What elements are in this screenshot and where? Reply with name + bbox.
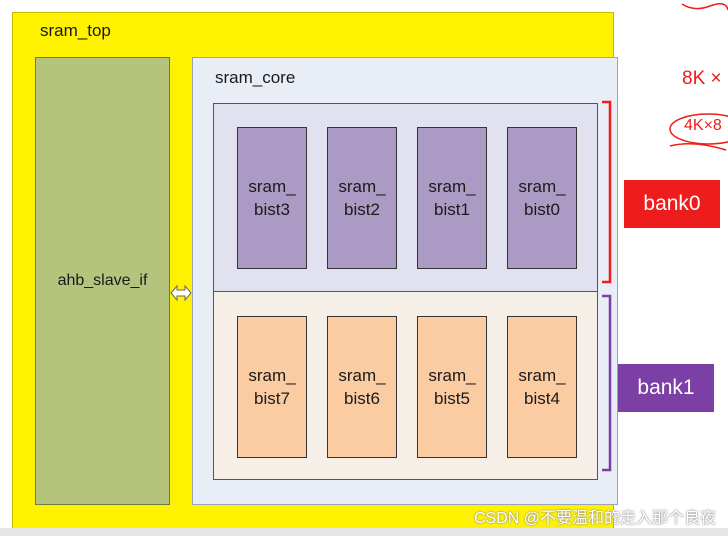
bist-block: sram_ bist6 — [327, 316, 397, 458]
bist-block: sram_ bist4 — [507, 316, 577, 458]
bist-label-line2: bist3 — [254, 200, 290, 219]
ahb-slave-if-block: ahb_slave_if — [35, 57, 170, 505]
handwritten-circle — [669, 113, 728, 151]
bist-block: sram_ bist2 — [327, 127, 397, 269]
bist-label-line2: bist7 — [254, 389, 290, 408]
bist-label-line1: sram_ — [248, 366, 296, 385]
bist-block: sram_ bist3 — [237, 127, 307, 269]
bist-block: sram_ bist1 — [417, 127, 487, 269]
bist-block: sram_ bist5 — [417, 316, 487, 458]
ahb-slave-if-label: ahb_slave_if — [57, 272, 148, 289]
bist-label-line2: bist2 — [344, 200, 380, 219]
bist-label-line2: bist5 — [434, 389, 470, 408]
bist-label-line2: bist6 — [344, 389, 380, 408]
bist-label-line2: bist4 — [524, 389, 560, 408]
handwritten-note: 8K × — [682, 68, 722, 89]
bist-label-line1: sram_ — [428, 366, 476, 385]
bidirectional-arrow-icon — [170, 284, 192, 302]
bist-label-line1: sram_ — [338, 366, 386, 385]
bist-label-line1: sram_ — [518, 177, 566, 196]
bist-block: sram_ bist0 — [507, 127, 577, 269]
watermark: CSDN @不要温和的走入那个良夜 — [473, 510, 716, 527]
bist-label-line1: sram_ — [518, 366, 566, 385]
bist-label-line2: bist1 — [434, 200, 470, 219]
bank1-bracket — [602, 294, 612, 472]
handwritten-scribble — [681, 3, 728, 11]
sram-core-label: sram_core — [215, 68, 296, 87]
bottom-strip — [0, 528, 728, 536]
sram-top-label: sram_top — [40, 21, 111, 40]
bank0-bracket — [602, 100, 612, 284]
bank0-tag: bank0 — [624, 180, 720, 228]
bank1-tag: bank1 — [618, 364, 714, 412]
bist-label-line1: sram_ — [338, 177, 386, 196]
handwritten-circled-note: 4K×8 — [684, 117, 722, 134]
bist-label-line1: sram_ — [248, 177, 296, 196]
bist-label-line2: bist0 — [524, 200, 560, 219]
bist-block: sram_ bist7 — [237, 316, 307, 458]
bist-label-line1: sram_ — [428, 177, 476, 196]
